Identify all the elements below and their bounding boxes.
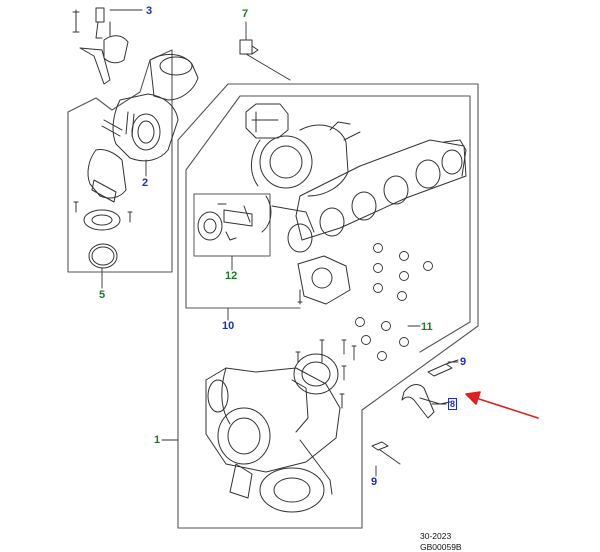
footer-date-code: 30-2023 <box>420 531 452 541</box>
callout-12[interactable]: 12 <box>225 270 238 282</box>
nut <box>361 335 371 345</box>
callout-8-highlighted[interactable]: 8 <box>448 398 458 410</box>
red-pointer-arrow <box>465 391 539 419</box>
bracket-part-9-8 <box>371 359 459 465</box>
nut <box>397 291 407 301</box>
nut <box>373 263 383 273</box>
nut <box>373 283 383 293</box>
nut <box>355 317 365 327</box>
callout-3[interactable]: 3 <box>146 5 153 17</box>
callout-11[interactable]: 11 <box>421 321 433 333</box>
callout-10[interactable]: 10 <box>222 320 235 332</box>
nut <box>423 261 433 271</box>
callout-5[interactable]: 5 <box>99 289 106 301</box>
gasket-kit-box-part-12 <box>193 193 271 257</box>
outlet-elbow-part-2 <box>87 54 199 203</box>
nut <box>399 337 409 347</box>
callout-7[interactable]: 7 <box>242 8 249 20</box>
callout-9-lower[interactable]: 9 <box>371 476 378 488</box>
leader-lines <box>101 9 459 477</box>
nut <box>381 321 391 331</box>
gasket-ring-part-5 <box>73 201 133 269</box>
nut <box>377 351 387 361</box>
nuts-cluster <box>341 243 433 381</box>
footer-drawing-id: GB00059B <box>420 542 462 552</box>
bolt-part-7 <box>239 39 259 55</box>
nut <box>399 271 409 281</box>
turbocharger-upper-part-10 <box>245 103 467 305</box>
callout-1[interactable]: 1 <box>154 434 161 446</box>
frame-outlet-assembly <box>67 49 173 273</box>
nut <box>399 251 409 261</box>
callout-9-upper[interactable]: 9 <box>460 356 467 368</box>
callout-2[interactable]: 2 <box>142 177 149 189</box>
sensor-bracket-part-3 <box>72 7 143 85</box>
frame-turbocharger-assembly <box>177 83 479 529</box>
nut <box>373 243 383 253</box>
turbocharger-lower-part-1 <box>205 339 345 513</box>
